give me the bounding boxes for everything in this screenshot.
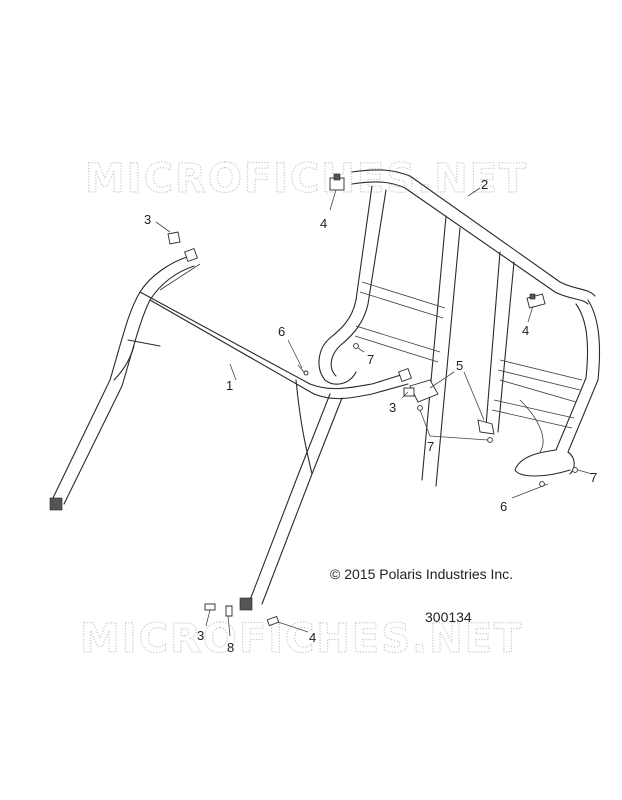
callout-4: 4 [320, 216, 327, 231]
callout-5: 5 [456, 358, 463, 373]
front-cab-frame [49, 248, 412, 611]
callout-3: 3 [389, 400, 396, 415]
copyright-text: © 2015 Polaris Industries Inc. [330, 566, 513, 582]
hardware [167, 173, 578, 627]
callout-7: 7 [590, 470, 597, 485]
foot-cap-right [239, 597, 253, 611]
rear-cab-frame [318, 169, 601, 487]
callout-7: 7 [367, 352, 374, 367]
callout-6: 6 [278, 324, 285, 339]
watermark-bottom: MICROFICHES.NET [80, 616, 523, 662]
callout-2: 2 [481, 177, 488, 192]
callout-8: 8 [227, 640, 234, 655]
foot-cap-left [49, 497, 63, 511]
callout-3: 3 [144, 212, 151, 227]
watermark-top: MICROFICHES.NET [85, 156, 528, 202]
callouts: 3 4 2 4 6 7 1 5 3 7 7 6 3 8 4 [144, 177, 597, 655]
callout-6: 6 [500, 499, 507, 514]
callout-1: 1 [226, 378, 233, 393]
callout-7: 7 [427, 439, 434, 454]
leader-lines [155, 187, 593, 637]
callout-4: 4 [309, 630, 316, 645]
reference-number: 300134 [425, 609, 472, 625]
callout-4: 4 [522, 323, 529, 338]
callout-3: 3 [197, 628, 204, 643]
